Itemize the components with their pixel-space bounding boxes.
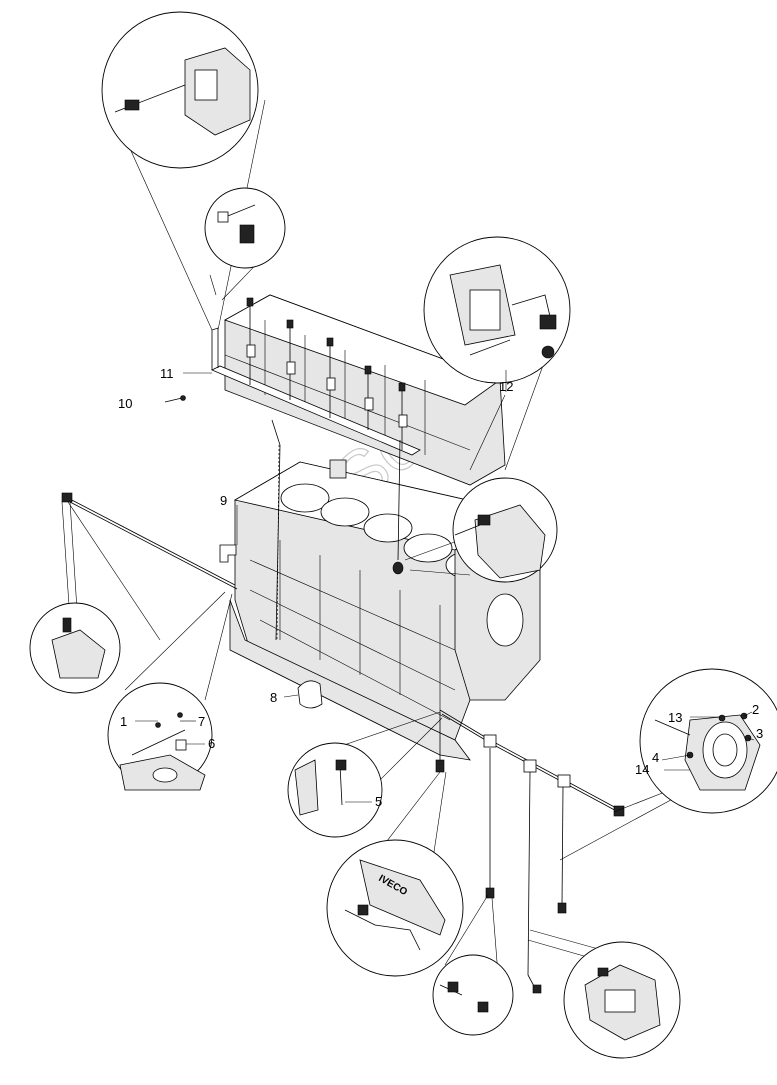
screw-10: [164, 395, 186, 403]
leader-lines: [135, 370, 755, 803]
callout-14: 14: [635, 762, 649, 777]
detail-circle-throttle: [639, 668, 777, 814]
detail-circle-sensor: [204, 187, 286, 301]
callout-7: 7: [198, 714, 205, 729]
detail-circle-left: [29, 602, 121, 694]
detail-circle-sensor-bottom: [432, 894, 514, 1036]
detail-circle-pump-upper: [404, 477, 558, 583]
callout-13: 13: [668, 710, 682, 725]
callout-1: 1: [120, 714, 127, 729]
callout-11: 11: [160, 366, 174, 381]
callout-5: 5: [375, 794, 382, 809]
callout-9: 9: [220, 493, 227, 508]
callout-12: 12: [499, 379, 513, 394]
callout-2: 2: [752, 702, 759, 717]
injector-harness-rail: [211, 297, 421, 641]
callout-labels: 1 2 3 4 5 6 7 8 9 10 11 12 13 14: [118, 366, 763, 809]
detail-circle-items-1-6-7: [107, 591, 233, 791]
detail-circle-ecu: [423, 236, 571, 471]
grommet-8: [297, 680, 323, 709]
callout-8: 8: [270, 690, 277, 705]
lower-harness: [435, 709, 681, 994]
detail-circle-top: [101, 11, 266, 331]
callout-4: 4: [652, 750, 659, 765]
clip-9: [219, 544, 237, 563]
callout-10: 10: [118, 396, 132, 411]
callout-6: 6: [208, 736, 215, 751]
callout-3: 3: [756, 726, 763, 741]
detail-circle-pump-lower: [527, 929, 681, 1059]
left-sensor-cable: [61, 492, 238, 641]
detail-circle-connector: IVECO: [326, 771, 464, 977]
detail-circle-item-5: [287, 711, 443, 838]
engine-block: [229, 461, 541, 761]
